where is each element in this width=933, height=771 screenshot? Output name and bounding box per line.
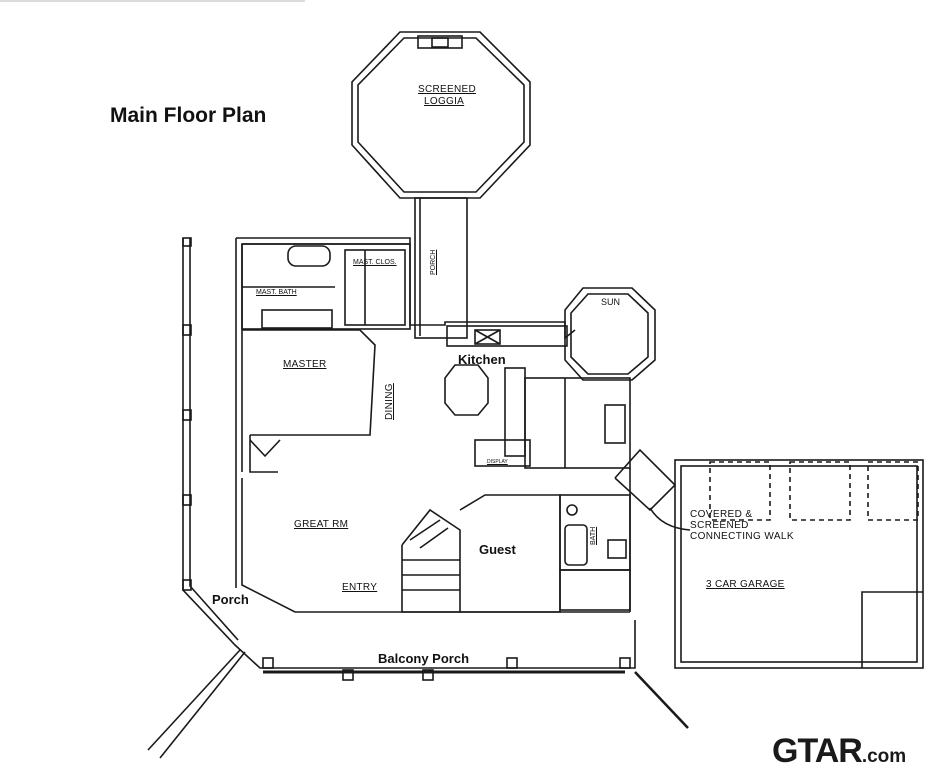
porch-connector	[414, 197, 468, 339]
garage-outline	[674, 459, 924, 669]
side-porch-outline	[182, 238, 636, 669]
porch-label: Porch	[212, 592, 249, 607]
master-closet	[344, 249, 406, 326]
garage-label: 3 CAR GARAGE	[706, 579, 785, 590]
balcony-porch-label: Balcony Porch	[378, 651, 470, 666]
logo-suffix: .com	[861, 746, 907, 767]
screened-loggia-inner	[357, 37, 525, 193]
master-bedroom-walls	[242, 329, 376, 436]
kitchen-counter	[504, 367, 526, 457]
dining-label: DINING	[384, 383, 395, 420]
page-title: Main Floor Plan	[110, 104, 267, 127]
display-label: DISPLAY	[487, 459, 508, 465]
staircase	[401, 508, 461, 613]
utility-room	[524, 377, 631, 469]
master-bath-label: MAST. BATH	[256, 289, 297, 296]
great-room-label: GREAT RM	[294, 519, 349, 530]
connecting-walk-label-line2: SCREENED	[690, 520, 749, 531]
loggia-fireplace	[417, 35, 463, 49]
screened-loggia-label-line2: LOGGIA	[424, 96, 465, 107]
great-room-walls	[241, 478, 400, 613]
screened-loggia-outline	[351, 31, 531, 199]
guest-bath-label: BATH	[590, 526, 597, 545]
guest-label: Guest	[479, 542, 516, 557]
screened-loggia-label-line1: SCREENED	[418, 84, 476, 95]
kitchen-label: Kitchen	[458, 352, 506, 367]
master-label: MASTER	[283, 359, 327, 370]
porch-connector-label: PORCH	[430, 249, 437, 275]
bathtub	[287, 245, 331, 267]
connecting-walk	[614, 448, 677, 512]
sun-room-label: SUN	[601, 297, 621, 307]
master-closet-label: MAST. CLOS.	[353, 259, 397, 266]
logo-brand: GTAR	[772, 732, 863, 770]
top-edge-bar	[0, 0, 305, 2]
connecting-walk-label-line3: CONNECTING WALK	[690, 531, 794, 542]
entry-label: ENTRY	[342, 582, 378, 593]
connecting-walk-label-line1: COVERED &	[690, 509, 753, 520]
gtar-logo: GTAR.com	[772, 732, 906, 771]
kitchen-island	[444, 364, 489, 416]
